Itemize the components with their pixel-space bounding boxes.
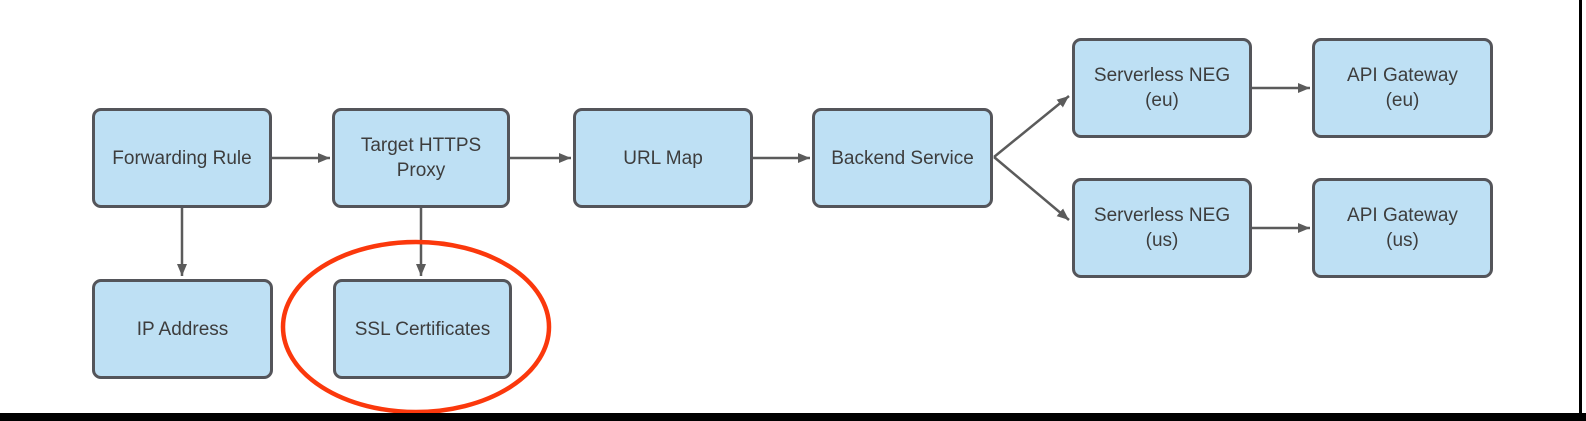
node-ip-address: IP Address xyxy=(92,279,273,379)
node-target-https-proxy: Target HTTPS Proxy xyxy=(332,108,510,208)
node-api-gateway-eu: API Gateway (eu) xyxy=(1312,38,1493,138)
frame-right-border xyxy=(1579,0,1582,421)
node-label: URL Map xyxy=(623,147,703,169)
node-forwarding-rule: Forwarding Rule xyxy=(92,108,272,208)
node-label: API Gateway xyxy=(1347,65,1458,86)
node-label: Serverless NEG xyxy=(1093,205,1231,226)
node-label: Forwarding Rule xyxy=(112,147,252,169)
node-label: (us) xyxy=(1145,230,1179,251)
node-label: (eu) xyxy=(1385,90,1420,111)
node-ssl-certificates: SSL Certificates xyxy=(333,279,512,379)
node-label: Serverless NEG xyxy=(1093,65,1231,86)
edge-backend-service-to-serverless-neg-us xyxy=(993,156,1070,221)
frame-bottom-border xyxy=(0,413,1586,421)
node-backend-service: Backend Service xyxy=(812,108,993,208)
node-label: Target HTTPS xyxy=(360,135,482,156)
node-api-gateway-us: API Gateway (us) xyxy=(1312,178,1493,278)
node-label: (eu) xyxy=(1145,90,1179,111)
node-label: IP Address xyxy=(136,318,229,340)
edge-backend-service-to-serverless-neg-eu xyxy=(993,95,1070,158)
node-serverless-neg-eu: Serverless NEG (eu) xyxy=(1072,38,1252,138)
node-url-map: URL Map xyxy=(573,108,753,208)
node-label: Proxy xyxy=(396,160,446,181)
node-label: Backend Service xyxy=(831,147,974,169)
node-label: (us) xyxy=(1386,230,1419,251)
node-label: API Gateway xyxy=(1347,205,1458,226)
node-serverless-neg-us: Serverless NEG (us) xyxy=(1072,178,1252,278)
node-label: SSL Certificates xyxy=(354,318,491,340)
